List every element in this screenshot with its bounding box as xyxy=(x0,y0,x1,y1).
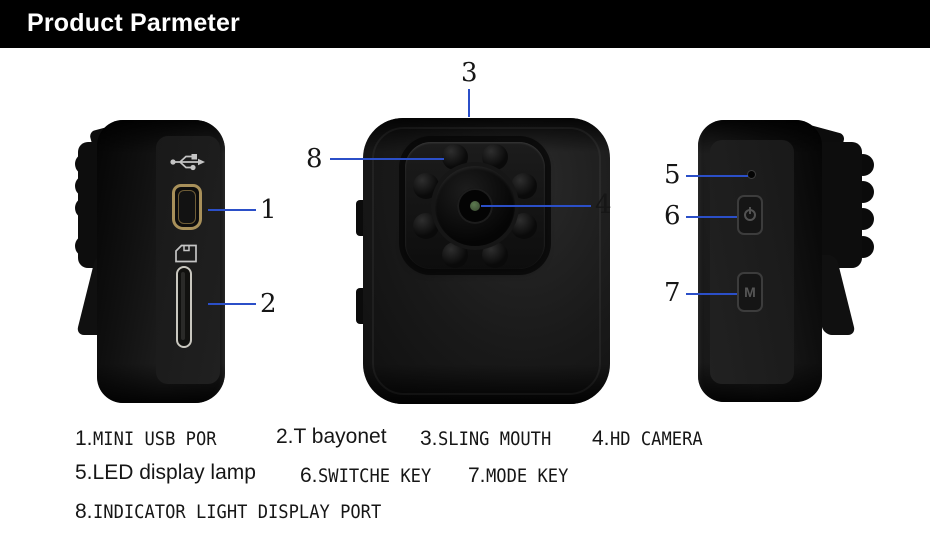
ir-led xyxy=(511,173,537,199)
page-title: Product Parmeter xyxy=(27,9,240,37)
legend-item-3: 3.SLING MOUTH xyxy=(420,427,563,451)
legend-item-7: 7.MODE KEY xyxy=(468,464,577,488)
ir-led xyxy=(413,213,439,239)
callout-number-8: 8 xyxy=(306,144,323,174)
legend-num: 4. xyxy=(592,427,610,450)
sd-card-slot xyxy=(176,266,192,348)
callout-number-7: 7 xyxy=(664,278,681,308)
ir-led xyxy=(511,213,537,239)
sd-card-icon xyxy=(175,244,197,263)
legend-label: SWITCHE KEY xyxy=(317,465,431,487)
legend-item-1: 1.MINI USB POR xyxy=(75,427,230,451)
header-bar: Product Parmeter xyxy=(0,0,930,48)
mode-button-label: M xyxy=(744,284,756,300)
legend-label: MINI USB POR xyxy=(92,428,217,450)
legend-num: 3. xyxy=(420,427,438,450)
legend-label: INDICATOR LIGHT DISPLAY PORT xyxy=(92,501,381,523)
callout-line-2 xyxy=(208,303,256,305)
mode-button: M xyxy=(737,272,763,312)
callout-line-8 xyxy=(330,158,444,160)
legend-label: LED display lamp xyxy=(92,461,256,484)
mini-usb-port xyxy=(172,184,202,230)
legend-item-8: 8.INDICATOR LIGHT DISPLAY PORT xyxy=(75,500,413,524)
callout-line-5 xyxy=(686,175,748,177)
button-panel xyxy=(710,140,794,384)
callout-line-3 xyxy=(468,89,470,117)
legend: 1.MINI USB POR 2.T bayonet 3.SLING MOUTH… xyxy=(0,415,930,550)
legend-num: 5. xyxy=(75,461,93,484)
legend-item-4: 4.HD CAMERA xyxy=(592,427,712,451)
ir-led xyxy=(482,242,508,268)
legend-num: 8. xyxy=(75,500,93,523)
ir-led xyxy=(442,144,468,170)
side-nub xyxy=(356,200,364,236)
ir-led xyxy=(482,144,508,170)
legend-num: 7. xyxy=(468,464,486,487)
lens-aperture xyxy=(470,201,480,211)
side-nub xyxy=(356,288,364,324)
legend-label: MODE KEY xyxy=(485,465,568,487)
legend-label: SLING MOUTH xyxy=(437,428,551,450)
callout-line-4 xyxy=(481,205,591,207)
legend-item-2: 2.T bayonet xyxy=(276,425,387,449)
usb-icon xyxy=(170,154,205,171)
callout-number-1: 1 xyxy=(260,195,277,225)
power-icon xyxy=(744,207,756,221)
callout-line-1 xyxy=(208,209,256,211)
callout-line-7 xyxy=(686,293,737,295)
led-indicator-hole xyxy=(747,170,756,179)
callout-number-3: 3 xyxy=(461,58,478,88)
legend-item-6: 6.SWITCHE KEY xyxy=(300,464,443,488)
power-switch-button xyxy=(737,195,763,235)
callout-number-5: 5 xyxy=(664,160,681,190)
ir-led xyxy=(442,242,468,268)
callout-number-6: 6 xyxy=(664,201,681,231)
callout-line-6 xyxy=(686,216,737,218)
legend-num: 1. xyxy=(75,427,93,450)
legend-label: T bayonet xyxy=(293,425,387,448)
callout-number-2: 2 xyxy=(260,289,277,319)
legend-label: HD CAMERA xyxy=(609,428,703,450)
legend-item-5: 5.LED display lamp xyxy=(75,461,256,485)
legend-num: 6. xyxy=(300,464,318,487)
legend-num: 2. xyxy=(276,425,294,448)
ir-led xyxy=(413,173,439,199)
callout-number-4: 4 xyxy=(595,190,612,220)
